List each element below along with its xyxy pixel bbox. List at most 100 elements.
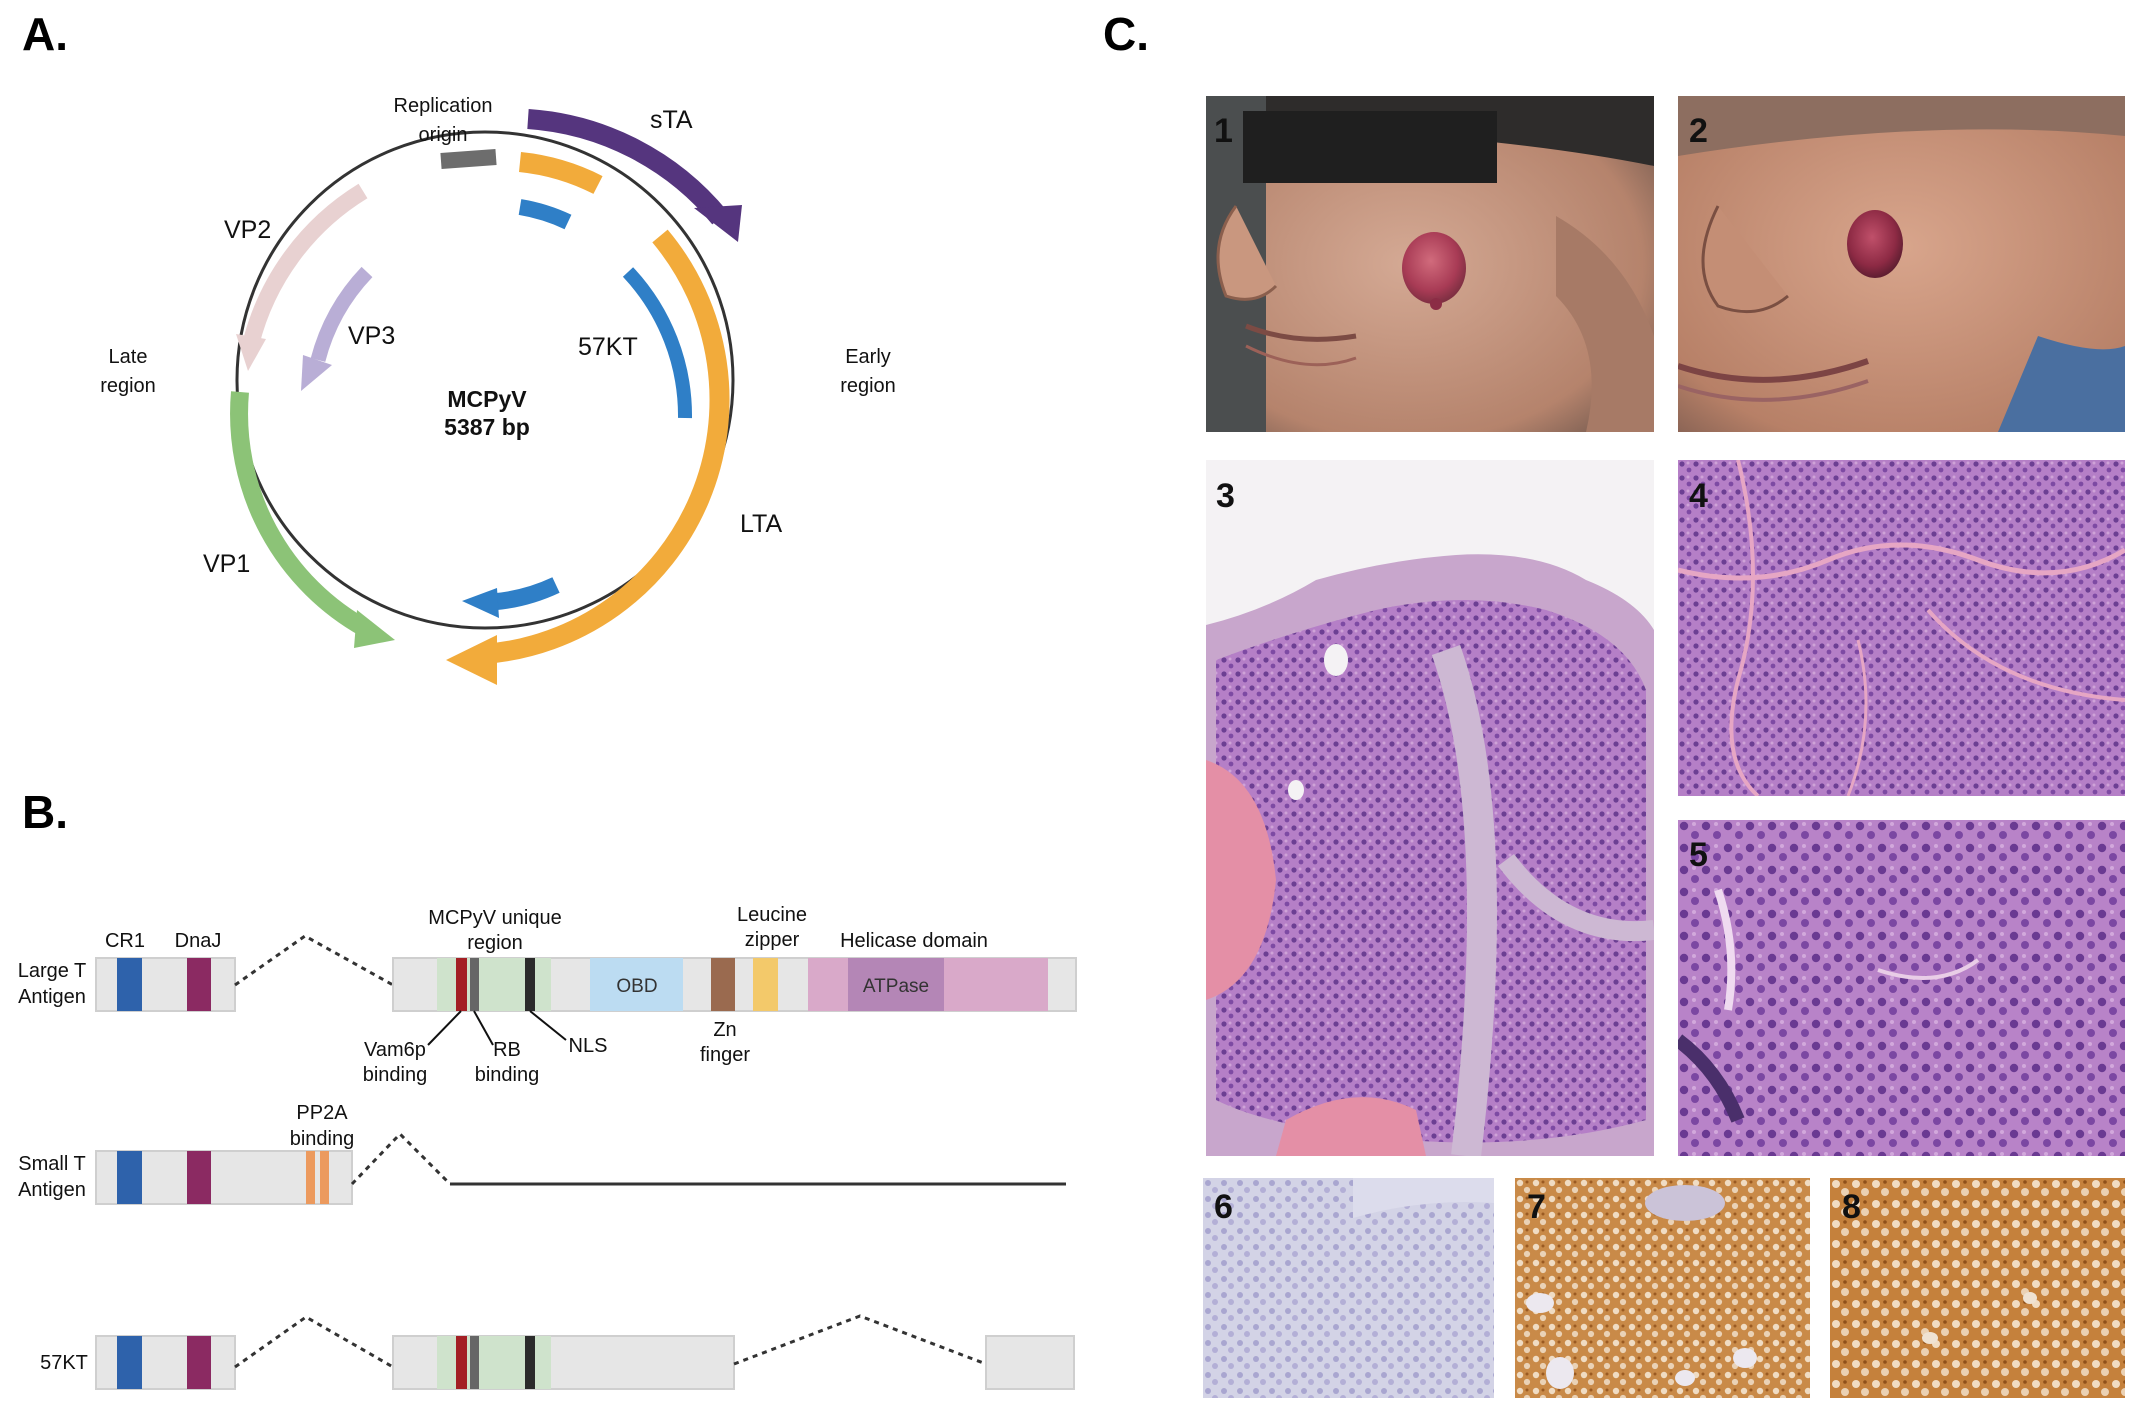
kt57-cr1 bbox=[117, 1336, 142, 1389]
plasmid-size: 5387 bp bbox=[444, 414, 530, 440]
zn-finger-label-line1: Zn bbox=[713, 1019, 736, 1041]
rb-label-line1: RB bbox=[493, 1039, 521, 1061]
atpase-label: ATPase bbox=[863, 976, 929, 997]
vp1-arrowhead bbox=[354, 610, 395, 648]
large-t-vam6p-band bbox=[456, 958, 467, 1011]
nls-leader bbox=[529, 1010, 567, 1041]
lta-arrow-short bbox=[518, 152, 603, 194]
large-t-zn-finger bbox=[711, 958, 735, 1011]
kt57-arrow bbox=[491, 577, 560, 611]
plasmid-backbone bbox=[235, 130, 735, 630]
large-t-label-line1: Large T bbox=[18, 960, 87, 982]
rb-leader bbox=[473, 1010, 494, 1046]
helicase-label: Helicase domain bbox=[840, 930, 988, 952]
late-region-label-line1: Late bbox=[109, 346, 148, 368]
leucine-zipper-label-line1: Leucine bbox=[737, 904, 807, 926]
face-redaction-bar bbox=[1243, 111, 1497, 183]
photo-number-8: 8 bbox=[1842, 1188, 1861, 1226]
large-t-dnaj bbox=[187, 958, 211, 1011]
kt57-label: 57KT bbox=[578, 333, 638, 361]
leucine-zipper-label-line2: zipper bbox=[745, 929, 800, 951]
plasmid-map: Replication origin sTA VP2 VP3 57KT LTA … bbox=[100, 95, 896, 685]
large-t-label-line2: Antigen bbox=[18, 986, 86, 1008]
vp3-arrow bbox=[310, 266, 373, 362]
clinical-photo-2: 2 bbox=[1678, 96, 2125, 432]
kt57-intron2 bbox=[733, 1314, 987, 1366]
vp2-arrow bbox=[242, 183, 368, 346]
small-t-intron bbox=[350, 1131, 452, 1186]
large-t-nls-band bbox=[525, 958, 535, 1011]
ihc-photo-7: 7 bbox=[1515, 1178, 1810, 1398]
photo-number-5: 5 bbox=[1689, 836, 1708, 874]
vp1-arrow bbox=[230, 391, 373, 638]
unique-region-label-line1: MCPyV unique bbox=[428, 907, 561, 929]
sta-arrowhead bbox=[694, 205, 742, 242]
vp3-arrowhead bbox=[301, 355, 332, 391]
late-region-label-line2: region bbox=[100, 375, 156, 397]
histology-photo-4: 4 bbox=[1678, 460, 2125, 796]
small-t-pp2a-band1 bbox=[306, 1151, 315, 1204]
replication-origin-label-line2: origin bbox=[419, 124, 468, 146]
replication-origin-marker bbox=[440, 149, 497, 169]
sta-label: sTA bbox=[650, 106, 693, 134]
kt57-nls-band bbox=[525, 1336, 535, 1389]
photo-number-2: 2 bbox=[1689, 112, 1708, 150]
pp2a-label-line1: PP2A bbox=[296, 1102, 348, 1124]
photo-number-7: 7 bbox=[1527, 1188, 1546, 1226]
early-region-label-line1: Early bbox=[845, 346, 891, 368]
rb-label-line2: binding bbox=[475, 1064, 540, 1086]
ihc-photo-8: 8 bbox=[1830, 1178, 2125, 1398]
histology-photo-5: 5 bbox=[1678, 820, 2125, 1156]
lta-arrowhead bbox=[446, 635, 497, 685]
vp2-arrowhead bbox=[236, 334, 266, 371]
large-t-obd bbox=[590, 958, 683, 1011]
large-t-atpase bbox=[848, 958, 944, 1011]
domain-diagram: Large T Antigen OBD ATPase CR1 DnaJ MCPy… bbox=[18, 904, 1077, 1390]
replication-origin-label-line1: Replication bbox=[394, 95, 493, 117]
kt57-intron1 bbox=[234, 1315, 394, 1369]
dnaj-label: DnaJ bbox=[175, 930, 222, 952]
obd-label: OBD bbox=[616, 976, 657, 997]
kt57-exon1 bbox=[95, 1335, 236, 1390]
vam6p-label-line1: Vam6p bbox=[364, 1039, 426, 1061]
vam6p-label-line2: binding bbox=[363, 1064, 428, 1086]
kt57-row-label: 57KT bbox=[40, 1352, 88, 1374]
vp3-label: VP3 bbox=[348, 322, 395, 350]
small-t-pp2a-band2 bbox=[320, 1151, 329, 1204]
kt57-segment-top bbox=[518, 199, 572, 230]
early-region-label-line2: region bbox=[840, 375, 896, 397]
clinical-photo-1: 1 bbox=[1206, 96, 1654, 432]
histology-photo-3: 3 bbox=[1206, 460, 1654, 1156]
photo-number-3: 3 bbox=[1216, 477, 1235, 515]
kt57-dnaj bbox=[187, 1336, 211, 1389]
vp2-label: VP2 bbox=[224, 216, 271, 244]
nls-label: NLS bbox=[569, 1035, 608, 1057]
kt57-rb-band bbox=[470, 1336, 479, 1389]
pp2a-label-line2: binding bbox=[290, 1128, 355, 1150]
plasmid-name: MCPyV bbox=[447, 386, 527, 412]
kt57-vam6p-band bbox=[456, 1336, 467, 1389]
small-t-dnaj bbox=[187, 1151, 211, 1204]
photo-number-6: 6 bbox=[1214, 1188, 1233, 1226]
large-t-exon1 bbox=[95, 957, 236, 1012]
large-t-intron bbox=[234, 934, 394, 987]
kt57-exon3 bbox=[985, 1335, 1075, 1390]
lta-label: LTA bbox=[740, 510, 782, 538]
cr1-label: CR1 bbox=[105, 930, 145, 952]
large-t-leucine-zipper bbox=[753, 958, 778, 1011]
zn-finger-label-line2: finger bbox=[700, 1044, 750, 1066]
photo-number-1: 1 bbox=[1214, 112, 1233, 150]
large-t-cr1 bbox=[117, 958, 142, 1011]
ihc-photo-6: 6 bbox=[1203, 1178, 1494, 1398]
panel-a-letter: A. bbox=[22, 8, 68, 60]
small-t-cr1 bbox=[117, 1151, 142, 1204]
panel-c-letter: C. bbox=[1103, 8, 1149, 60]
photo-number-4: 4 bbox=[1689, 477, 1708, 515]
panel-b-letter: B. bbox=[22, 786, 68, 838]
small-t-label-line2: Antigen bbox=[18, 1179, 86, 1201]
kt57-arrowhead bbox=[462, 588, 499, 618]
vp1-label: VP1 bbox=[203, 550, 250, 578]
lta-arrow-long bbox=[483, 229, 730, 664]
small-t-label-line1: Small T bbox=[18, 1153, 85, 1175]
